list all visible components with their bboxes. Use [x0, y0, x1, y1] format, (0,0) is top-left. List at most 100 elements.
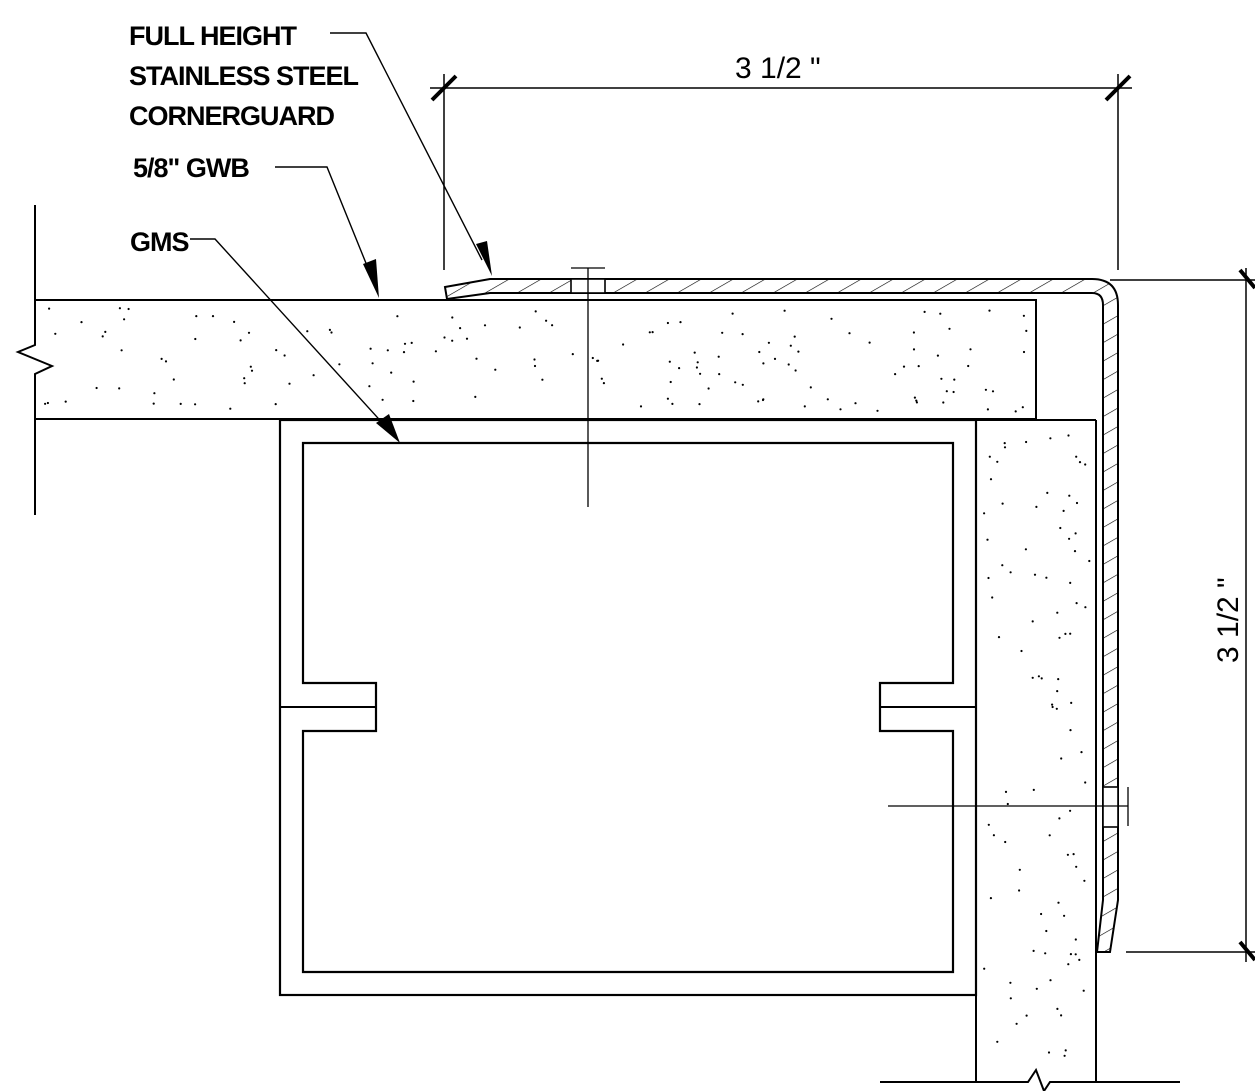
- gwb-vertical-panel: [975, 419, 1097, 1082]
- gypsum-speckle: [989, 897, 993, 900]
- gypsum-speckle: [1069, 809, 1072, 812]
- gypsum-speckle: [991, 596, 994, 599]
- gypsum-speckle: [1051, 705, 1054, 709]
- gypsum-speckle: [46, 401, 50, 405]
- gypsum-speckle: [533, 364, 537, 368]
- gypsum-speckle: [1022, 350, 1026, 354]
- gypsum-speckle: [1025, 1014, 1028, 1017]
- gypsum-speckle: [1001, 564, 1004, 567]
- horizontal-dimension: [430, 74, 1132, 270]
- gypsum-speckle: [761, 398, 765, 402]
- gypsum-speckle: [695, 366, 699, 369]
- gypsum-speckle: [123, 318, 126, 321]
- gypsum-speckle: [693, 351, 696, 354]
- gypsum-speckle: [984, 388, 988, 391]
- gypsum-speckle: [1009, 571, 1012, 574]
- gypsum-speckle: [1051, 703, 1054, 706]
- gypsum-speckle: [434, 350, 437, 353]
- gypsum-speckle: [1056, 611, 1059, 614]
- gypsum-speckle: [793, 335, 796, 338]
- gypsum-speckle: [239, 339, 242, 342]
- gypsum-speckle: [494, 368, 497, 371]
- gypsum-speckle: [671, 402, 674, 405]
- gypsum-speckle: [249, 365, 252, 368]
- gypsum-speckle: [803, 405, 806, 408]
- gypsum-speckle: [410, 341, 413, 344]
- gypsum-speckle: [912, 331, 916, 334]
- gypsum-speckle: [917, 365, 920, 368]
- gypsum-speckle: [996, 460, 999, 463]
- gypsum-speckle: [541, 378, 544, 381]
- gypsum-speckle: [762, 362, 765, 365]
- gypsum-speckle: [1033, 573, 1037, 576]
- gypsum-speckle: [101, 335, 104, 338]
- gypsum-speckle: [1056, 1007, 1059, 1011]
- gypsum-speckle: [381, 398, 384, 401]
- gypsum-speckle: [1063, 1054, 1066, 1057]
- gypsum-speckle: [1070, 701, 1073, 705]
- gypsum-speckle: [1069, 581, 1072, 585]
- gypsum-speckle: [1018, 868, 1021, 871]
- gypsum-speckle: [164, 360, 168, 363]
- gypsum-speckle: [1068, 537, 1071, 540]
- gypsum-speckle: [830, 317, 833, 320]
- gypsum-speckle: [1056, 690, 1059, 693]
- gypsum-speckle: [854, 402, 857, 405]
- gypsum-speckle: [1083, 879, 1086, 882]
- gypsum-speckle: [396, 315, 399, 318]
- gypsum-speckle: [551, 324, 554, 327]
- gypsum-speckle: [403, 342, 407, 345]
- gypsum-speckle: [1058, 636, 1061, 639]
- gypsum-speckle: [1037, 675, 1040, 678]
- gypsum-speckle: [948, 327, 951, 330]
- gypsum-speckle: [369, 347, 372, 350]
- gypsum-speckle: [1082, 989, 1085, 992]
- gypsum-speckle: [591, 356, 594, 360]
- gypsum-speckle: [243, 382, 246, 385]
- vertical-dimension: [1110, 268, 1255, 962]
- gypsum-speckle: [250, 369, 254, 372]
- gypsum-speckle: [1048, 834, 1051, 837]
- gypsum-speckle: [1046, 491, 1049, 494]
- gypsum-speckle: [330, 331, 333, 334]
- gypsum-speckle: [306, 330, 309, 333]
- gypsum-speckle: [991, 390, 995, 393]
- stainless-cornerguard: [443, 278, 1119, 953]
- gypsum-speckle: [1045, 576, 1048, 579]
- gypsum-speckle: [939, 312, 942, 315]
- gypsum-speckle: [1035, 505, 1038, 508]
- gypsum-speckle: [758, 350, 761, 354]
- gypsum-speckle: [952, 390, 955, 394]
- gypsum-speckle: [707, 387, 710, 390]
- gypsum-speckle: [666, 397, 670, 400]
- gypsum-speckle: [1003, 442, 1006, 445]
- gypsum-speckle: [1058, 817, 1061, 820]
- gypsum-speckle: [1062, 509, 1065, 512]
- gypsum-speckle: [1055, 707, 1058, 710]
- gypsum-speckle: [195, 315, 198, 318]
- gypsum-speckle: [1049, 979, 1052, 982]
- gypsum-speckle: [571, 353, 574, 356]
- gypsum-speckle: [338, 363, 341, 366]
- bottom-break-line: [880, 1067, 1180, 1091]
- gypsum-speckle: [1009, 981, 1012, 984]
- gypsum-speckle: [1064, 1049, 1067, 1052]
- gypsum-speckle: [1032, 788, 1035, 792]
- gypsum-speckle: [1067, 963, 1070, 966]
- gypsum-speckle: [600, 377, 603, 380]
- gypsum-speckle: [48, 307, 51, 310]
- gypsum-speckle: [518, 326, 521, 329]
- gypsum-speckle: [986, 408, 990, 411]
- gypsum-speckle: [721, 331, 724, 334]
- gypsum-speckle: [443, 336, 446, 339]
- gypsum-speckle: [953, 378, 956, 381]
- gypsum-speckle: [194, 403, 197, 406]
- gypsum-speckle: [1025, 440, 1028, 444]
- gypsum-speckle: [160, 357, 163, 360]
- gypsum-speckle: [996, 1040, 999, 1043]
- gypsum-speckle: [1067, 434, 1070, 437]
- gypsum-speckle: [797, 350, 800, 353]
- gypsum-speckle: [1075, 602, 1078, 605]
- gypsum-speckle: [328, 328, 331, 331]
